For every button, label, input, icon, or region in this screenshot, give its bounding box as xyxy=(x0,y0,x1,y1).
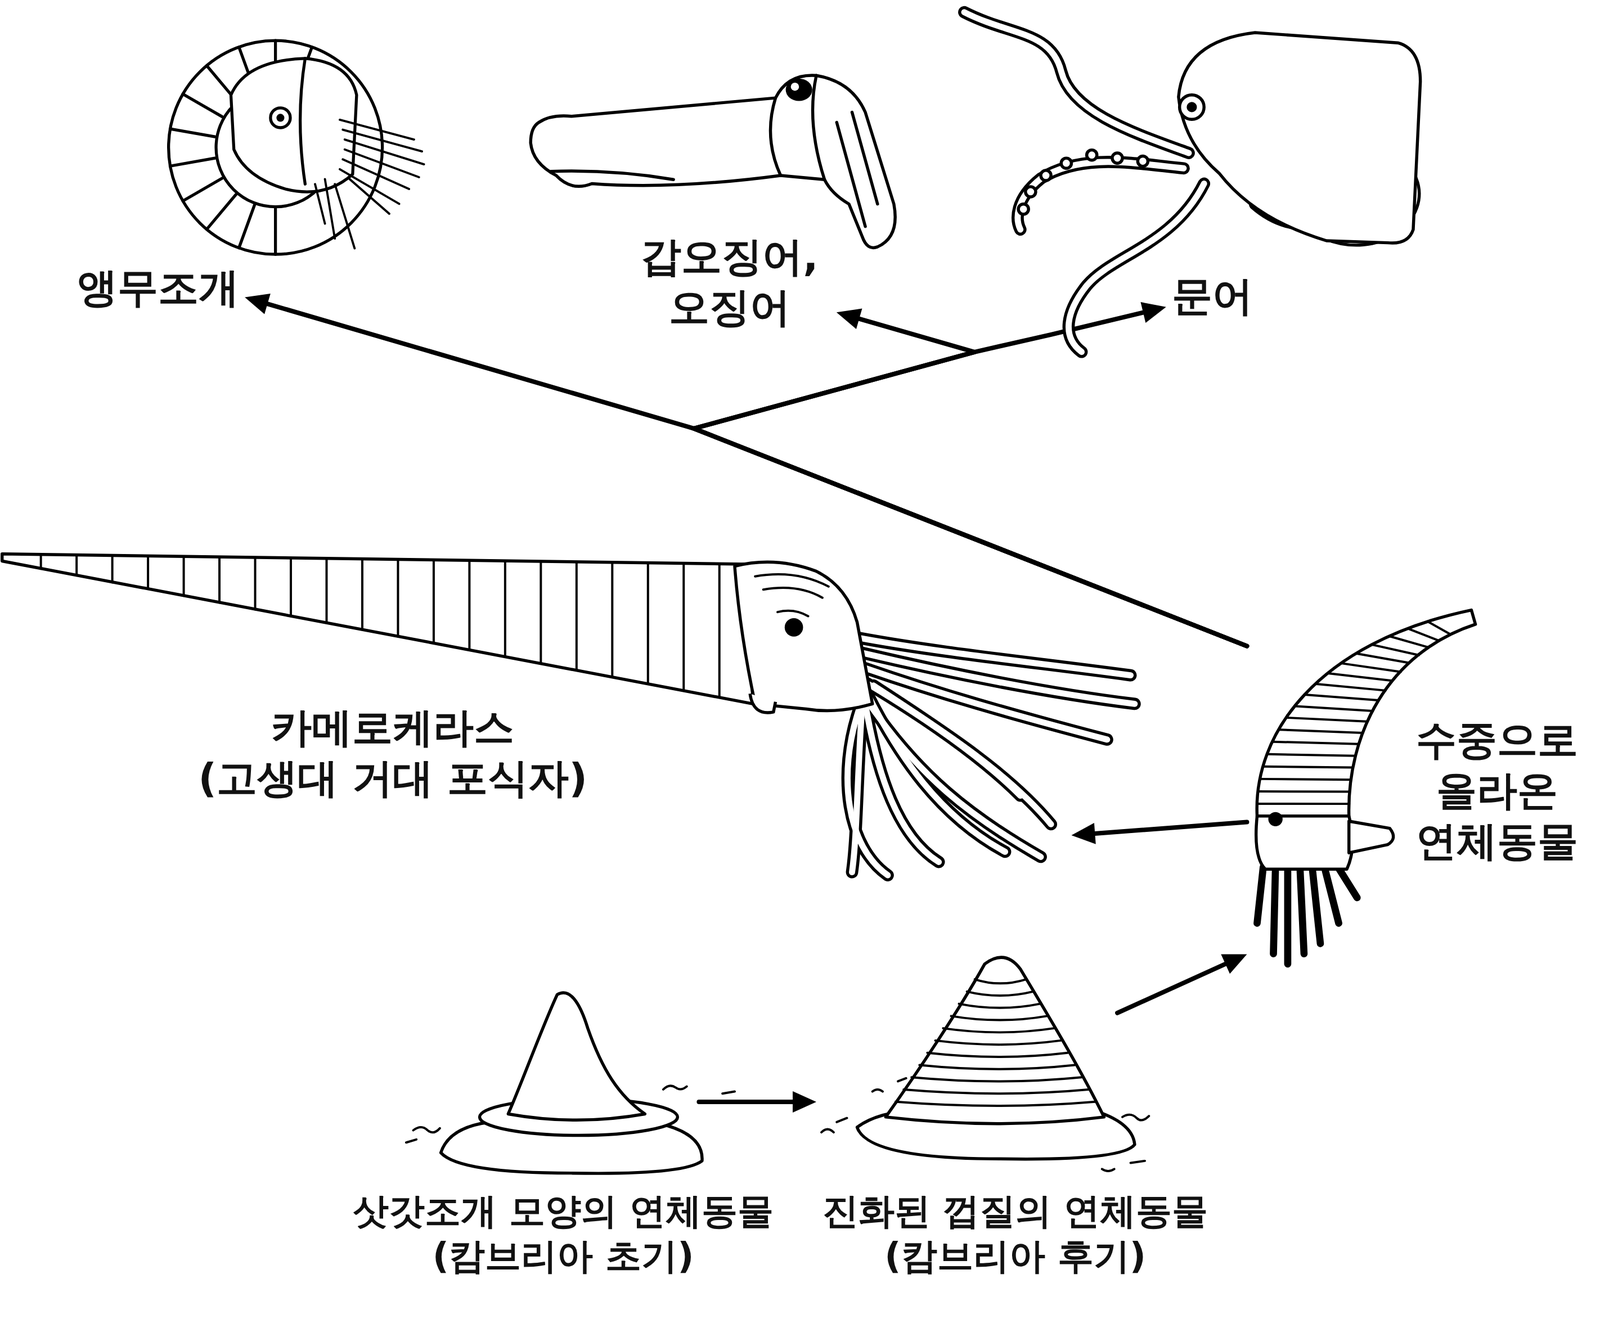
taxon-period: (캄브리아 후기) xyxy=(822,1233,1208,1279)
cuttlefish-drawing-part xyxy=(530,75,896,249)
cone-shell-drawing xyxy=(857,957,1135,1159)
cameroceras-drawing-part xyxy=(41,554,720,698)
label-stack: 카메로케라스(고생대 거대 포식자) xyxy=(198,702,588,804)
ground-specks-part xyxy=(406,1078,1149,1172)
cameroceras-drawing-part xyxy=(749,693,776,713)
taxon-node: 앵무조개 xyxy=(71,256,245,319)
taxon-period: (고생대 거대 포식자) xyxy=(198,752,588,804)
taxon-name: 삿갓조개 모양의 연체동물 xyxy=(352,1188,775,1234)
label-stack: 문어 xyxy=(1171,270,1253,322)
taxon-node: 진화된 껍질의 연체동물(캄브리아 후기) xyxy=(816,954,1118,1169)
label-stack: 앵무조개 xyxy=(77,262,240,313)
ground-specks xyxy=(406,1078,1149,1172)
taxon-node: 카메로케라스(고생대 거대 포식자) xyxy=(192,550,1072,883)
arrow-head xyxy=(792,1091,817,1113)
octopus-drawing xyxy=(964,12,1421,353)
taxon-name: 카메로케라스 xyxy=(198,702,588,753)
taxon-name: 갑오징어, 오징어 xyxy=(628,231,831,333)
octopus-drawing-part xyxy=(1186,101,1197,112)
taxon-node: 수중으로 올라온 연체동물 xyxy=(1246,607,1594,965)
taxon-node: 갑오징어, 오징어 xyxy=(622,225,837,339)
cone-shell-drawing-part xyxy=(895,979,1096,1107)
cone-shell-drawing-part xyxy=(885,957,1104,1124)
cameroceras-drawing-part xyxy=(734,562,873,711)
nautilus-drawing-part xyxy=(168,40,383,255)
arrow-head xyxy=(1140,302,1166,323)
cameroceras-drawing-part xyxy=(784,618,804,637)
arrow-line xyxy=(1117,963,1228,1014)
cameroceras-drawing-part xyxy=(847,637,1135,876)
octopus-drawing-part xyxy=(1179,95,1205,120)
evolution-arrow xyxy=(1117,954,1247,1014)
horn-mollusk-drawing-part xyxy=(1349,821,1394,853)
nautilus-drawing-part xyxy=(230,58,357,192)
octopus-drawing-part xyxy=(1112,153,1123,164)
taxon-name: 앵무조개 xyxy=(77,262,240,313)
taxon-name: 문어 xyxy=(1171,270,1253,322)
limpet-drawing xyxy=(441,992,703,1174)
label-stack: 갑오징어, 오징어 xyxy=(628,231,831,333)
nautilus-drawing-part xyxy=(276,113,285,122)
nautilus-drawing-part xyxy=(315,119,425,249)
taxon-name: 진화된 껍질의 연체동물 xyxy=(822,1188,1208,1234)
arrow-head xyxy=(244,293,271,314)
arrow-head xyxy=(1220,954,1247,975)
evolution-arrow xyxy=(698,1091,817,1113)
arrow-head xyxy=(836,308,863,330)
cuttlefish-drawing-part xyxy=(550,75,878,227)
limpet-drawing-part xyxy=(508,992,645,1121)
cameroceras-drawing-part xyxy=(847,637,1135,876)
octopus-drawing-part xyxy=(1086,150,1098,161)
nautilus-drawing xyxy=(168,40,425,255)
nautilus-drawing-part xyxy=(300,58,306,184)
octopus-drawing-part xyxy=(1018,204,1029,215)
arrow-line xyxy=(1092,822,1247,835)
horn-mollusk-drawing-part xyxy=(1268,812,1283,827)
horn-mollusk-drawing-part xyxy=(1256,865,1357,965)
taxon-name: 수중으로 올라온 연체동물 xyxy=(1407,714,1586,867)
cuttlefish-drawing-part xyxy=(785,78,813,102)
octopus-drawing-part xyxy=(1040,170,1051,181)
cameroceras-drawing xyxy=(2,554,1135,876)
evolution-arrow xyxy=(1071,822,1247,845)
taxon-period: (캄브리아 초기) xyxy=(352,1233,775,1279)
label-stack: 진화된 껍질의 연체동물(캄브리아 후기) xyxy=(822,1188,1208,1279)
label-stack: 삿갓조개 모양의 연체동물(캄브리아 초기) xyxy=(352,1188,775,1279)
arrow-line xyxy=(698,1099,795,1105)
cuttlefish-drawing xyxy=(530,75,896,249)
arrow-head xyxy=(1071,823,1096,845)
cameroceras-drawing-part xyxy=(2,554,754,705)
horn-mollusk-drawing-part xyxy=(1257,621,1451,804)
octopus-drawing-part xyxy=(1137,155,1148,166)
nautilus-drawing-part xyxy=(270,108,291,128)
label-stack: 수중으로 올라온 연체동물 xyxy=(1407,714,1586,867)
cuttlefish-drawing-part xyxy=(790,82,800,92)
taxon-node: 문어 xyxy=(1166,264,1259,327)
taxon-node: 삿갓조개 모양의 연체동물(캄브리아 초기) xyxy=(438,994,700,1176)
octopus-drawing-part xyxy=(1178,32,1421,244)
cameroceras-drawing-part xyxy=(754,574,829,617)
octopus-drawing-part xyxy=(1061,158,1072,169)
octopus-drawing-part xyxy=(1025,186,1036,197)
